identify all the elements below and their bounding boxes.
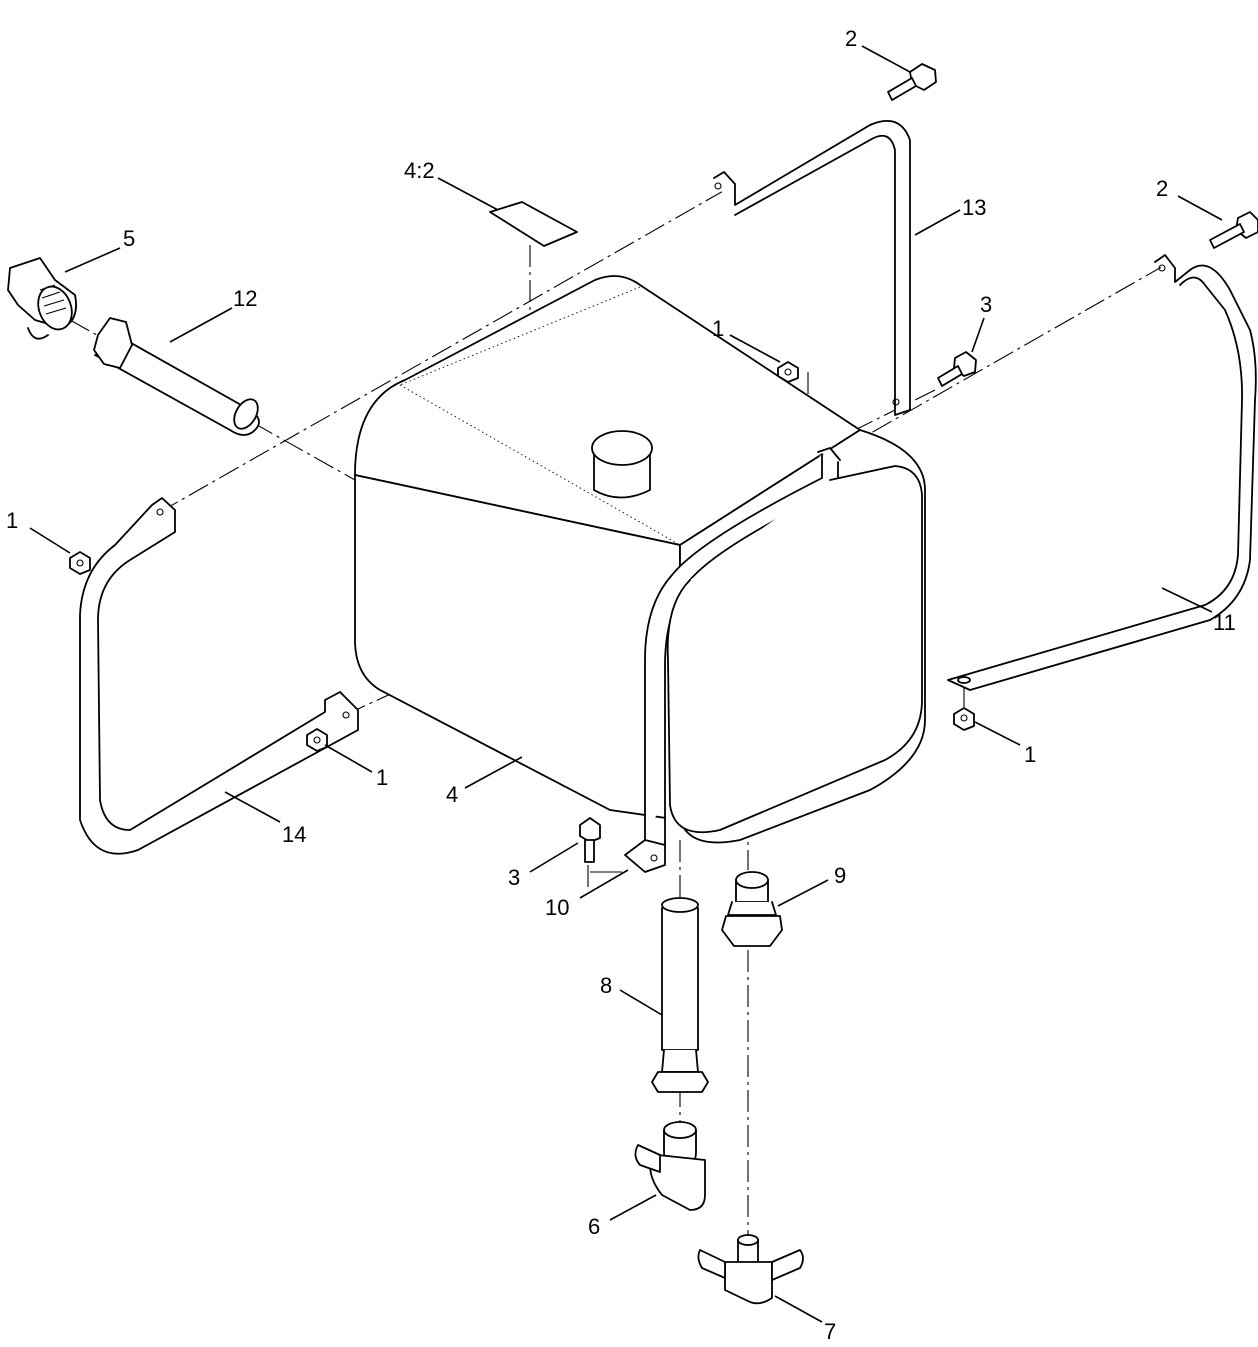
tank-strap-10 xyxy=(624,447,923,873)
callout-2-top: 2 xyxy=(845,26,857,51)
callout-4-2: 4:2 xyxy=(404,158,435,183)
callout-8: 8 xyxy=(600,973,612,998)
leader-lines xyxy=(29,45,1223,1323)
callout-5: 5 xyxy=(123,226,135,251)
nut-1-left xyxy=(69,551,91,575)
callout-11: 11 xyxy=(1213,610,1236,635)
bolt-3-upper xyxy=(937,351,977,387)
nut-1-top xyxy=(777,361,799,383)
callout-labels: 2 4:2 13 2 5 12 3 1 1 11 1 1 4 14 3 9 10… xyxy=(6,26,1236,1344)
tank-strap-13 xyxy=(713,120,911,416)
callout-6: 6 xyxy=(588,1214,600,1239)
callout-3-upper: 3 xyxy=(980,292,992,317)
callout-4: 4 xyxy=(446,782,458,807)
callout-1-left: 1 xyxy=(6,508,18,533)
tee-fitting-7 xyxy=(697,1234,804,1305)
bolt-3-lower xyxy=(579,817,601,863)
callout-12: 12 xyxy=(233,286,257,311)
callout-2-right: 2 xyxy=(1156,176,1168,201)
elbow-fitting-5 xyxy=(7,257,77,340)
tank-strap-14 xyxy=(79,497,359,855)
bolt-2-right xyxy=(1209,211,1258,249)
callout-14: 14 xyxy=(282,822,306,847)
nut-1-right xyxy=(953,707,975,731)
decal-label xyxy=(489,201,578,247)
callout-1-bottom: 1 xyxy=(376,765,388,790)
elbow-fitting-6 xyxy=(634,1121,706,1211)
bolt-2-top xyxy=(887,63,937,101)
nut-1-bottom xyxy=(306,728,328,752)
callout-3-lower: 3 xyxy=(508,865,520,890)
suction-tube-8 xyxy=(651,897,709,1093)
callout-9: 9 xyxy=(834,863,846,888)
tank-strap-11 xyxy=(947,254,1257,691)
callout-10: 10 xyxy=(545,895,569,920)
pipe-nipple-12 xyxy=(93,317,260,436)
fitting-9 xyxy=(721,871,783,947)
callout-13: 13 xyxy=(962,195,986,220)
callout-1-top: 1 xyxy=(712,316,724,341)
callout-1-right: 1 xyxy=(1024,742,1036,767)
callout-7: 7 xyxy=(824,1319,836,1344)
